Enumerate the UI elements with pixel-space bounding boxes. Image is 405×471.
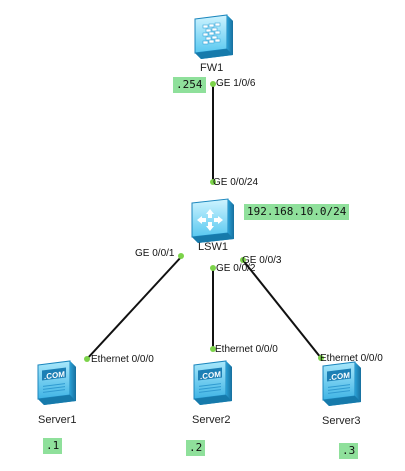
port-dot-fw1-ge[interactable]: [210, 81, 216, 87]
device-label-lsw1: LSW1: [198, 241, 228, 253]
port-dot-s1-eth[interactable]: [84, 356, 90, 362]
ip-tag-server1: .1: [43, 438, 63, 454]
port-dot-lsw1-p1[interactable]: [178, 253, 184, 259]
port-label-fw1-ge: GE 1/0/6: [216, 78, 256, 89]
port-label-s1-eth: Ethernet 0/0/0: [91, 354, 154, 365]
port-label-s3-eth: Ethernet 0/0/0: [320, 353, 383, 364]
ip-tag-server3: .3: [339, 443, 359, 459]
server3-icon-text: .COM: [329, 371, 350, 383]
firewall-icon[interactable]: [194, 14, 233, 59]
port-dot-s2-eth[interactable]: [210, 346, 216, 352]
port-dot-lsw1-up[interactable]: [210, 179, 216, 185]
port-dot-lsw1-p3[interactable]: [240, 257, 246, 263]
port-label-lsw1-p2: GE 0/0/2: [216, 263, 256, 274]
device-label-server2: Server2: [192, 414, 231, 426]
device-label-server1: Server1: [38, 414, 77, 426]
port-dot-s3-eth[interactable]: [318, 355, 324, 361]
server2-icon-text: .COM: [200, 370, 221, 382]
port-dot-lsw1-p2[interactable]: [210, 265, 216, 271]
port-label-lsw1-p1: GE 0/0/1: [135, 248, 175, 259]
ip-tag-fw1: .254: [173, 77, 206, 93]
port-label-s2-eth: Ethernet 0/0/0: [215, 344, 278, 355]
port-dots: [84, 81, 324, 362]
server-icon[interactable]: .COM: [193, 360, 232, 405]
device-label-fw1: FW1: [200, 62, 224, 74]
port-label-lsw1-p3: GE 0/0/3: [242, 255, 282, 266]
subnet-tag: 192.168.10.0/24: [244, 204, 350, 220]
switch-icon[interactable]: [191, 198, 234, 243]
ip-tag-server2: .2: [186, 440, 206, 456]
links: [85, 83, 322, 361]
link-lsw1-server3[interactable]: [241, 258, 322, 359]
server-icon[interactable]: .COM: [37, 360, 76, 405]
server1-icon-text: .COM: [44, 370, 65, 382]
server-icon[interactable]: .COM: [322, 361, 361, 406]
device-label-server3: Server3: [322, 415, 361, 427]
port-label-lsw1-up: GE 0/0/24: [213, 177, 259, 188]
link-lsw1-server1[interactable]: [85, 255, 183, 361]
